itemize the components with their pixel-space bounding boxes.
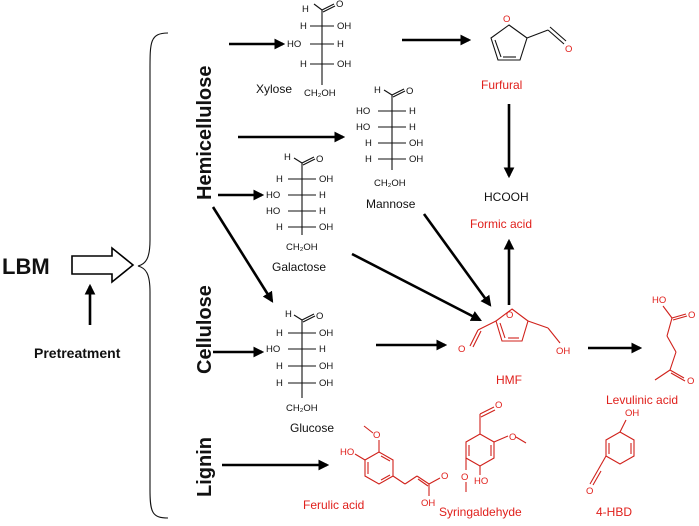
ferulic-acid-label: Ferulic acid <box>303 498 364 512</box>
svg-text:O: O <box>441 471 448 482</box>
syringaldehyde-structure: O O O HO <box>461 400 527 492</box>
svg-text:OH: OH <box>319 222 333 233</box>
svg-text:H: H <box>276 174 283 185</box>
ferulic-acid-structure: O HO OH O <box>340 425 448 509</box>
svg-text:O: O <box>509 432 516 443</box>
hmf-label: HMF <box>496 373 522 387</box>
svg-text:H: H <box>337 39 344 50</box>
svg-text:O: O <box>586 486 593 497</box>
svg-text:OH: OH <box>319 378 333 389</box>
svg-text:HO: HO <box>266 344 280 355</box>
svg-text:H: H <box>302 4 309 15</box>
svg-text:O: O <box>495 400 502 411</box>
galactose-label: Galactose <box>272 260 326 274</box>
svg-text:OH: OH <box>409 154 423 165</box>
curly-brace <box>137 32 169 519</box>
svg-text:O: O <box>503 14 510 25</box>
svg-text:O: O <box>373 430 380 441</box>
svg-text:H: H <box>374 85 381 96</box>
svg-text:CH₂OH: CH₂OH <box>374 178 406 189</box>
svg-text:HO: HO <box>340 447 354 458</box>
svg-text:H: H <box>300 59 307 70</box>
formic-formula: HCOOH <box>484 190 529 204</box>
xylose-label: Xylose <box>256 82 292 96</box>
svg-text:O: O <box>506 310 513 321</box>
mannose-label: Mannose <box>366 197 416 211</box>
svg-text:H: H <box>276 328 283 339</box>
formic-acid-label: Formic acid <box>470 217 532 231</box>
svg-text:HO: HO <box>266 206 280 217</box>
svg-text:H: H <box>276 361 283 372</box>
furfural-label: Furfural <box>481 78 522 92</box>
svg-text:OH: OH <box>319 328 333 339</box>
svg-text:HO: HO <box>287 39 301 50</box>
svg-text:HO: HO <box>474 476 488 487</box>
svg-text:H: H <box>409 106 416 117</box>
svg-text:CH₂OH: CH₂OH <box>286 242 318 253</box>
hemicellulose-label: Hemicellulose <box>194 65 216 200</box>
svg-text:OH: OH <box>319 361 333 372</box>
svg-text:OH: OH <box>409 138 423 149</box>
lbm-label: LBM <box>2 254 50 279</box>
hbd-structure: OH O <box>586 408 639 497</box>
svg-text:OH: OH <box>625 408 639 419</box>
svg-text:OH: OH <box>421 498 435 509</box>
hmf-structure: O O OH <box>458 308 570 357</box>
svg-text:CH₂OH: CH₂OH <box>286 403 318 414</box>
svg-text:OH: OH <box>337 59 351 70</box>
svg-text:H: H <box>319 190 326 201</box>
svg-text:HO: HO <box>356 122 370 133</box>
lignin-label: Lignin <box>194 437 216 497</box>
arrow-hemi-to-glucose <box>211 206 274 303</box>
hollow-arrow <box>71 246 135 284</box>
svg-text:HO: HO <box>652 295 666 306</box>
svg-text:O: O <box>687 376 694 387</box>
svg-text:HO: HO <box>356 106 370 117</box>
arrow-galactose-to-hmf <box>351 252 482 322</box>
cellulose-label: Cellulose <box>194 285 216 374</box>
svg-text:CH₂OH: CH₂OH <box>304 88 336 99</box>
svg-text:OH: OH <box>337 21 351 32</box>
levulinic-acid-label: Levulinic acid <box>606 393 678 407</box>
svg-text:H: H <box>276 378 283 389</box>
svg-text:O: O <box>336 0 343 10</box>
glucose-label: Glucose <box>290 421 334 435</box>
svg-text:H: H <box>284 152 291 163</box>
svg-text:O: O <box>458 344 465 355</box>
svg-text:H: H <box>300 21 307 32</box>
svg-text:H: H <box>365 138 372 149</box>
levulinic-acid-structure: HO O O <box>652 295 695 387</box>
furfural-structure: O O <box>490 14 572 61</box>
svg-text:H: H <box>319 206 326 217</box>
pretreatment-label: Pretreatment <box>34 345 121 361</box>
svg-text:H: H <box>409 122 416 133</box>
svg-text:OH: OH <box>319 174 333 185</box>
syringaldehyde-label: Syringaldehyde <box>439 505 522 519</box>
hbd-label: 4-HBD <box>596 505 632 519</box>
svg-text:HO: HO <box>266 190 280 201</box>
arrow-mannose-to-hmf <box>422 213 492 307</box>
svg-text:O: O <box>406 86 413 97</box>
svg-text:OH: OH <box>556 346 570 357</box>
svg-text:H: H <box>276 222 283 233</box>
svg-text:O: O <box>688 310 695 321</box>
svg-text:O: O <box>461 472 468 483</box>
svg-text:O: O <box>316 311 323 322</box>
svg-text:H: H <box>319 344 326 355</box>
svg-text:O: O <box>316 154 323 165</box>
svg-text:O: O <box>565 44 572 55</box>
svg-text:H: H <box>365 154 372 165</box>
svg-text:H: H <box>285 309 292 320</box>
